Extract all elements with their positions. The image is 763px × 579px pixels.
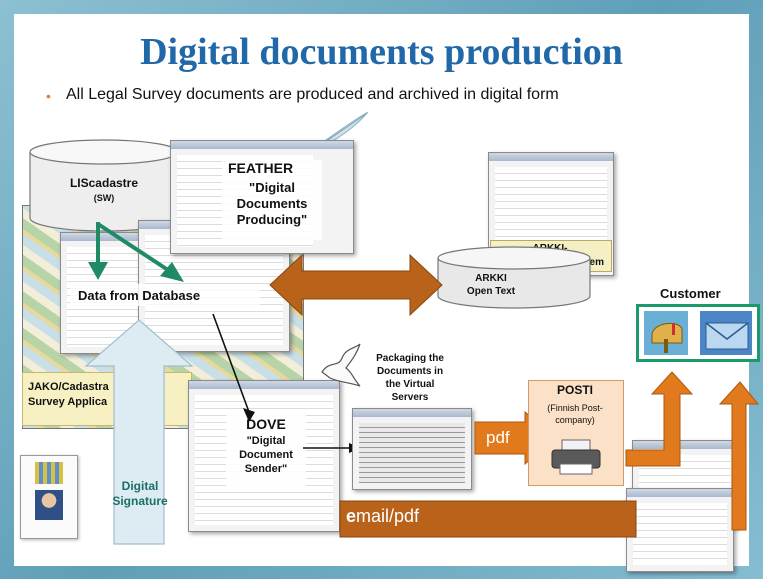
feather-arkki-double-arrow xyxy=(269,253,443,317)
bullet-text: All Legal Survey documents are produced … xyxy=(66,86,559,103)
dove-label: DOVE xyxy=(246,416,286,432)
feather-desc: "Digital Documents Producing" xyxy=(236,180,308,227)
liscadastre-sub: (SW) xyxy=(93,193,115,203)
letter-label: Letter xyxy=(626,426,660,440)
packaging-line2: Documents in xyxy=(376,366,444,377)
feather-label: FEATHER xyxy=(228,160,294,176)
bullet-marker: • xyxy=(46,88,51,104)
email-client-icon xyxy=(700,311,752,355)
data-from-db-bg xyxy=(70,284,260,306)
digital-signature-arrow xyxy=(84,319,194,545)
letter-document-front xyxy=(626,488,734,572)
dove-label-bg xyxy=(226,414,306,492)
pdf-label: pdf xyxy=(486,428,510,447)
email-pdf-arrow xyxy=(339,500,637,538)
packaging-line4: Servers xyxy=(391,392,429,403)
dove-desc: "Digital Document Sender" xyxy=(239,435,293,475)
posti-desc: (Finnish Post-company) xyxy=(547,403,603,425)
customer-label: Customer xyxy=(660,286,721,301)
customer-delivery-arrows xyxy=(625,371,760,531)
jako-line1: JAKO/Cadastra xyxy=(28,381,109,393)
digital-signature-line2: Signature xyxy=(112,494,168,508)
mailbox-icon xyxy=(644,311,688,355)
printer-icon xyxy=(551,439,601,475)
arkki-db-desc: Open Text xyxy=(466,286,516,297)
arkki-db-name: ARKKI xyxy=(475,273,507,284)
liscadastre-label: LIScadastre xyxy=(69,176,139,190)
email-label: email/pdf xyxy=(346,506,419,527)
data-from-database-label: Data from Database xyxy=(78,288,201,303)
virtual-servers-screenshot xyxy=(352,408,472,490)
green-data-arrows xyxy=(88,222,184,282)
digital-signature-line1: Digital xyxy=(121,479,159,493)
email-label-e: e xyxy=(346,506,357,526)
posti-label: POSTI xyxy=(556,383,593,397)
dove-bird-icon xyxy=(321,343,361,387)
id-badge xyxy=(20,455,78,539)
portrait-photo-icon xyxy=(35,490,63,520)
badge-emblem-icon xyxy=(35,462,63,484)
slide-title: Digital documents production xyxy=(140,31,623,73)
packaging-line1: Packaging the xyxy=(376,353,444,364)
liscadastre-database-icon xyxy=(29,139,179,232)
feather-label-bg xyxy=(222,160,322,240)
arkki-database-icon xyxy=(437,246,591,309)
jako-line2: Survey Applica xyxy=(28,396,108,408)
packaging-line3: the Virtual xyxy=(385,379,435,390)
email-label-rest: mail/pdf xyxy=(356,506,420,526)
